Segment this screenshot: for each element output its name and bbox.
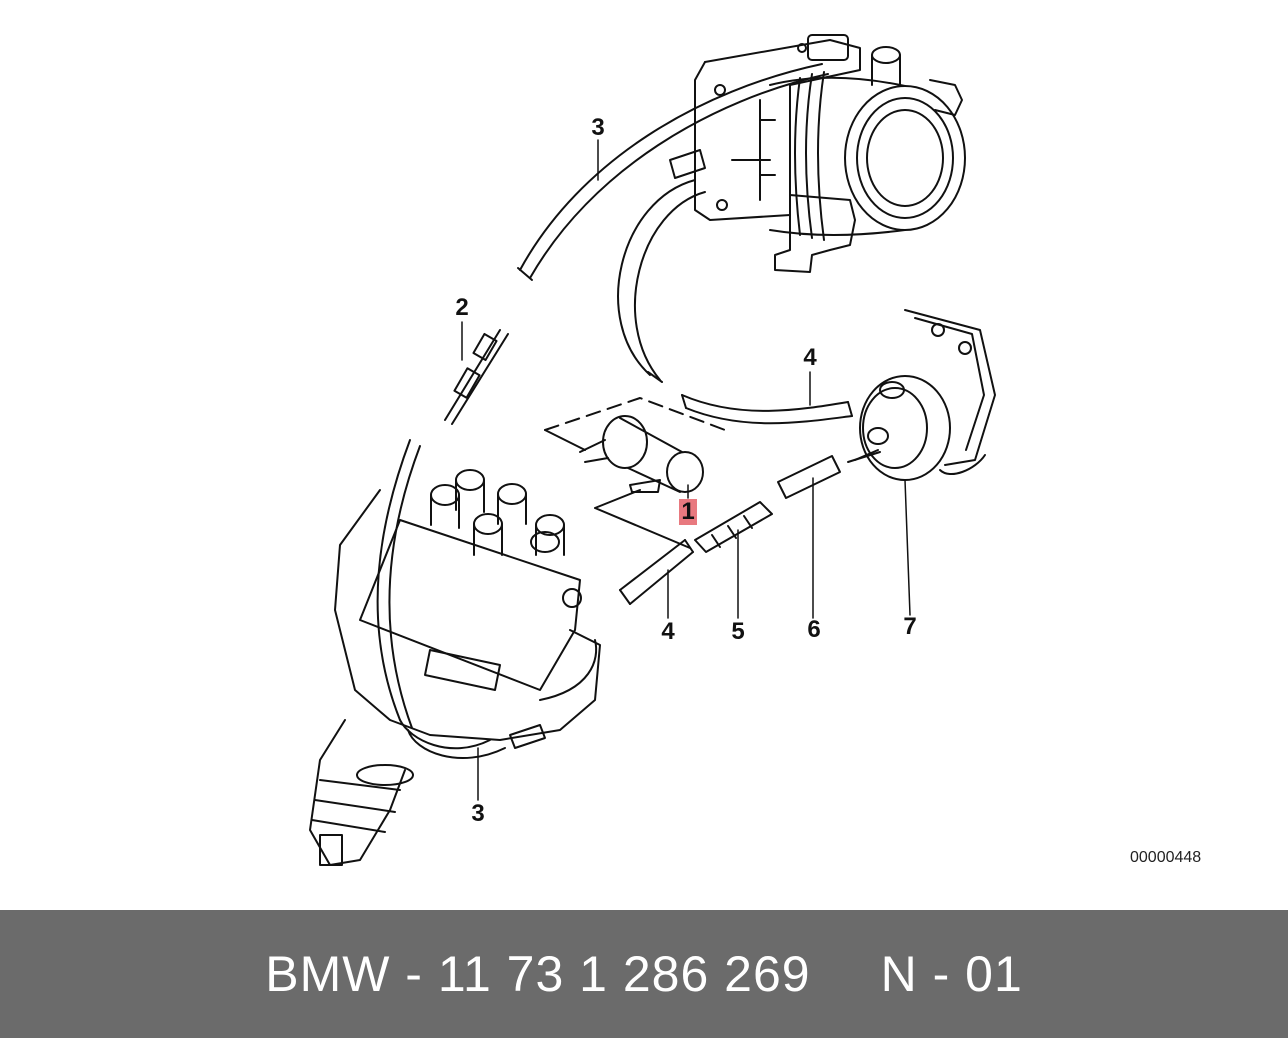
callout-3-upper: 3 <box>591 114 605 141</box>
throttle-body-illustration <box>669 34 966 273</box>
distributor-illustration <box>309 439 601 866</box>
position-code-text: N - 01 <box>880 946 1023 1002</box>
hose-3-upper <box>517 63 829 281</box>
hose-assembly-lower <box>619 451 881 605</box>
callout-6: 6 <box>807 616 821 643</box>
callout-5: 5 <box>731 618 745 645</box>
parts-diagram: 3 2 4 1 4 5 6 7 3 00000448 <box>309 34 1202 866</box>
callout-4-lower: 4 <box>661 618 675 645</box>
check-valve-illustration <box>544 397 726 549</box>
diagram-number: 00000448 <box>1130 849 1202 866</box>
callout-leader-lines <box>461 139 911 801</box>
part-number-text: BMW - 11 73 1 286 269 <box>265 946 811 1002</box>
callout-1-highlighted[interactable]: 1 <box>679 499 697 525</box>
callout-7: 7 <box>903 613 917 640</box>
callout-3-lower: 3 <box>471 800 485 827</box>
vacuum-unit-illustration <box>854 309 996 481</box>
hose-4-loop <box>617 179 853 425</box>
callout-4-upper: 4 <box>803 344 817 371</box>
footer-text-row: BMW - 11 73 1 286 269 N - 01 <box>0 910 1288 1038</box>
exploded-view-drawing <box>309 34 996 866</box>
hose-2-fitting <box>444 329 509 425</box>
callout-2: 2 <box>455 294 469 321</box>
part-number-footer: BMW - 11 73 1 286 269 N - 01 <box>0 910 1288 1038</box>
